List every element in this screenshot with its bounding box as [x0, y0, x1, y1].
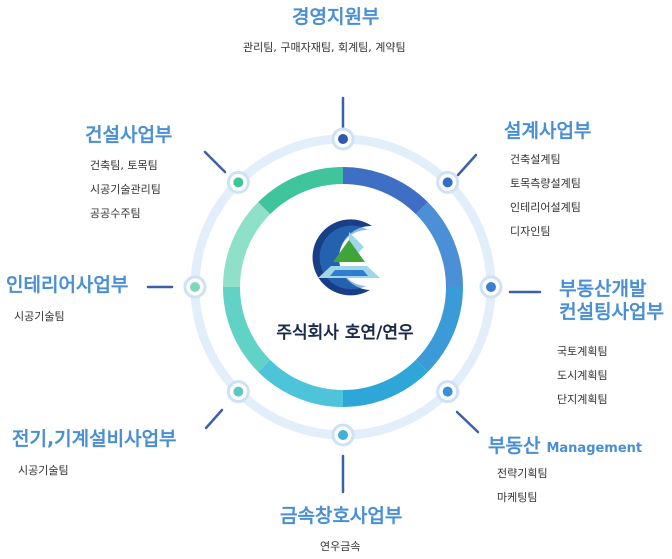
- node-dot: [442, 177, 453, 188]
- connector-line: [456, 153, 478, 177]
- title-ko: 부동산: [488, 435, 541, 457]
- dept-electrical-title: 전기,기계설비사업부: [12, 428, 177, 450]
- ring-segment: [415, 287, 463, 372]
- dept-realestate-dev-teams: 국토계획팀 도시계획팀 단지계획팀: [557, 340, 608, 412]
- node-group: [183, 127, 503, 447]
- node-dot: [442, 386, 453, 397]
- dept-management-title: 경영지원부: [292, 6, 380, 28]
- dept-interior-title: 인테리어사업부: [6, 274, 129, 296]
- connector-line: [204, 408, 224, 430]
- dept-construction-title: 건설사업부: [85, 124, 173, 146]
- team-item: 단지계획팀: [557, 393, 608, 406]
- ring-segment: [223, 287, 271, 372]
- node-dot: [486, 282, 496, 292]
- dept-realestate-dev-title: 부동산개발 컨설팅사업부: [559, 278, 664, 324]
- node-dot: [338, 430, 348, 440]
- dept-electrical-teams: 시공기술팀: [18, 464, 69, 477]
- team-item: 전략기획팀: [497, 467, 548, 480]
- team-item: 디자인팀: [510, 225, 551, 238]
- dept-interior-teams: 시공기술팀: [14, 310, 65, 323]
- connector-line: [203, 150, 227, 174]
- company-name: 주식회사 호연/연우: [276, 323, 414, 343]
- team-item: 토목측량설계팀: [510, 177, 581, 190]
- team-item: 공공수주팀: [90, 207, 141, 220]
- node-dot: [233, 177, 244, 188]
- node-dot: [233, 386, 244, 397]
- dept-design-title: 설계사업부: [504, 120, 592, 142]
- dept-construction-teams: 건축팀, 토목팀 시공기술관리팀 공공수주팀: [90, 154, 161, 226]
- team-item: 인테리어설계팀: [510, 201, 581, 214]
- ring-segment: [223, 202, 271, 287]
- node-dot: [190, 282, 200, 292]
- ring-segment: [343, 167, 428, 215]
- team-item: 도시계획팀: [557, 369, 608, 382]
- team-item: 건축설계팀: [510, 153, 561, 166]
- dept-metal-teams: 연우금속: [320, 540, 361, 553]
- ring-segment: [258, 359, 343, 407]
- dept-realestate-mgmt-title: 부동산 Management: [488, 435, 642, 458]
- company-logo: [293, 208, 393, 308]
- dept-metal-title: 금속창호사업부: [280, 505, 403, 527]
- ring-segment: [343, 359, 428, 407]
- title-en: Management: [546, 441, 643, 456]
- node-dot: [338, 134, 348, 144]
- dept-design-teams: 건축설계팀 토목측량설계팀 인테리어설계팀 디자인팀: [510, 148, 581, 244]
- title-line: 부동산개발: [559, 278, 647, 300]
- ring-segment: [415, 202, 463, 287]
- dept-realestate-mgmt-teams: 전략기획팀 마케팅팀: [497, 462, 548, 510]
- title-line: 컨설팅사업부: [559, 300, 664, 323]
- connector-line: [455, 410, 480, 434]
- ring-segment: [258, 167, 343, 215]
- team-item: 시공기술관리팀: [90, 183, 161, 196]
- team-item: 마케팅팀: [497, 491, 538, 504]
- segment-ring: [223, 167, 463, 407]
- team-item: 건축팀, 토목팀: [90, 159, 158, 172]
- team-item: 국토계획팀: [557, 345, 608, 358]
- dept-management-teams: 관리팀, 구매자재팀, 회계팀, 계약팀: [243, 41, 406, 54]
